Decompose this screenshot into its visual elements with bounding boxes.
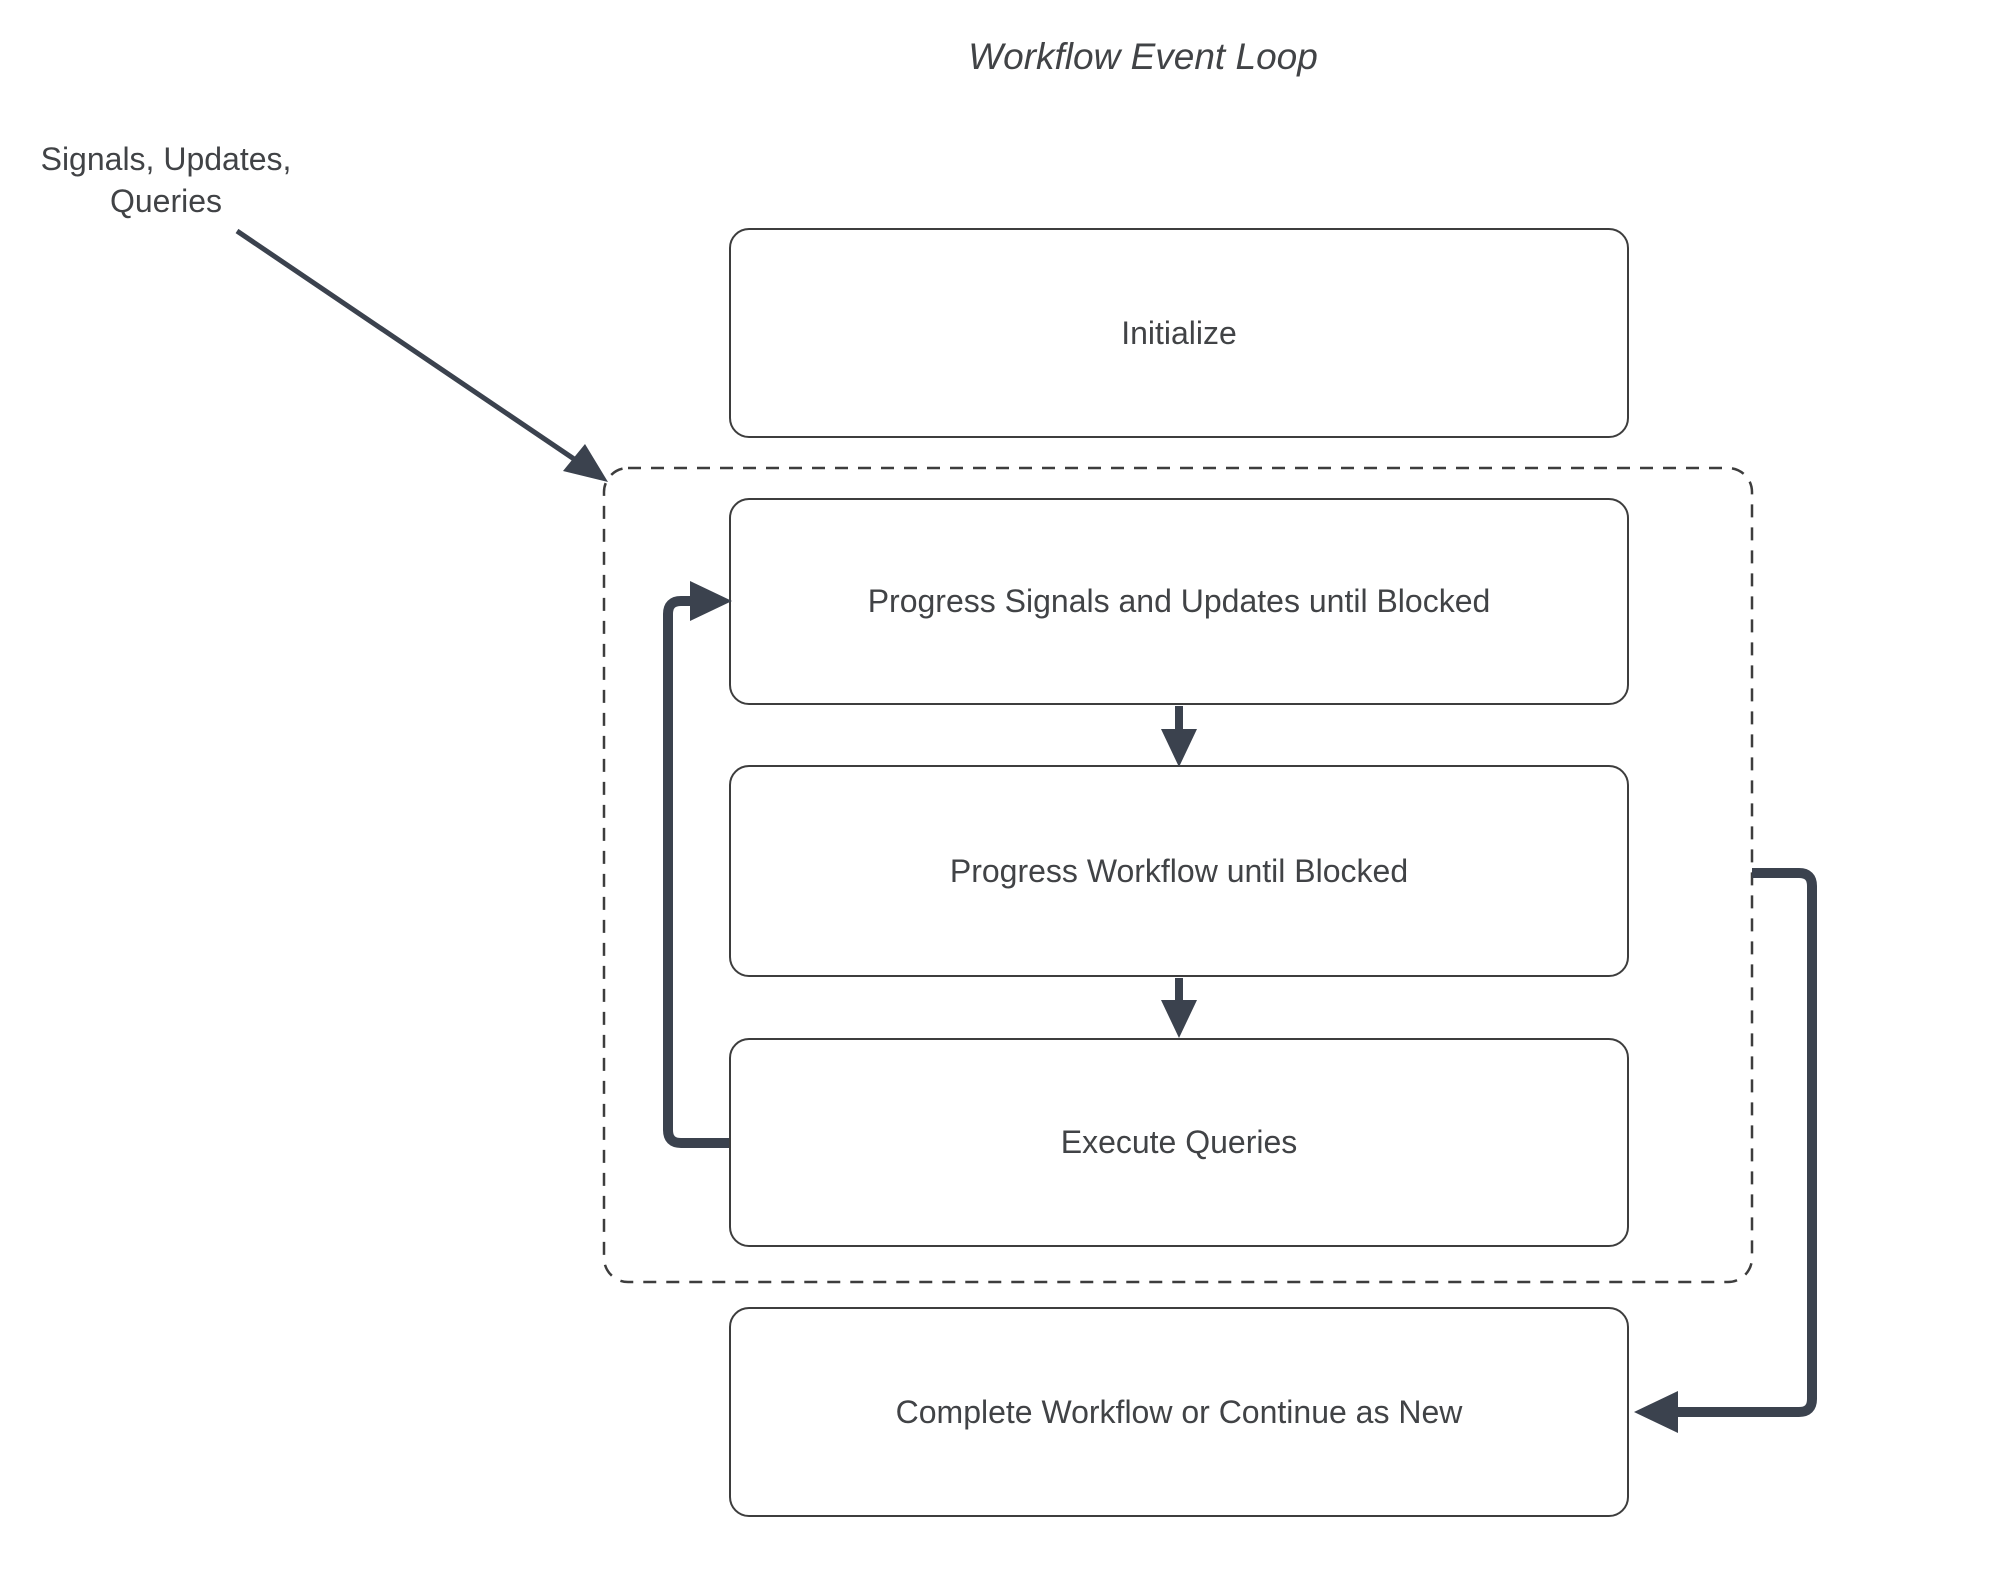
node-initialize-label: Initialize <box>1121 314 1237 351</box>
arrow-workflow-to-queries <box>1161 978 1197 1038</box>
node-complete-workflow-label: Complete Workflow or Continue as New <box>895 1393 1463 1430</box>
continue-as-new-arrow-line <box>1676 868 1817 1417</box>
node-initialize: Initialize <box>729 228 1629 438</box>
annotation-arrowhead-icon <box>563 444 608 482</box>
arrow-signals-to-workflow <box>1161 706 1197 767</box>
arrow-workflow-to-queries-head-icon <box>1161 1000 1197 1038</box>
continue-as-new-arrowhead-icon <box>1634 1391 1678 1433</box>
node-progress-signals-updates: Progress Signals and Updates until Block… <box>729 498 1629 705</box>
node-progress-workflow-label: Progress Workflow until Blocked <box>949 852 1409 889</box>
annotation-arrow-line <box>235 228 579 464</box>
loop-back-arrowhead-icon <box>690 581 732 621</box>
node-execute-queries: Execute Queries <box>729 1038 1629 1247</box>
node-complete-workflow: Complete Workflow or Continue as New <box>729 1307 1629 1517</box>
loop-back-arrow <box>663 581 732 1148</box>
annotation-signals-updates-queries: Signals, Updates, Queries <box>40 141 292 219</box>
node-progress-signals-updates-label: Progress Signals and Updates until Block… <box>867 583 1491 619</box>
loop-back-arrow-line <box>663 596 729 1148</box>
annotation-arrow <box>235 228 608 482</box>
node-progress-workflow: Progress Workflow until Blocked <box>729 765 1629 977</box>
diagram-title: Workflow Event Loop <box>968 36 1318 77</box>
arrow-signals-to-workflow-head-icon <box>1161 729 1197 767</box>
continue-as-new-arrow <box>1634 868 1817 1433</box>
node-execute-queries-label: Execute Queries <box>1060 1124 1298 1160</box>
